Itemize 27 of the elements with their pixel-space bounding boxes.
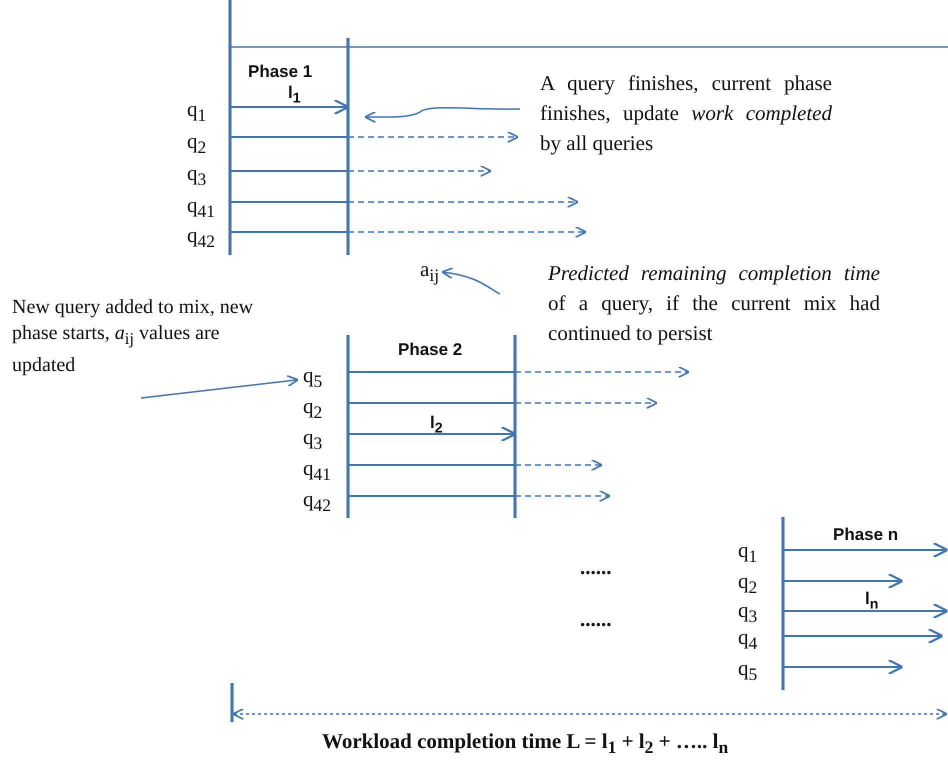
duration-label: l$_{2}$	[430, 412, 443, 438]
ellipsis: ......	[580, 554, 612, 581]
caption-text: Workload completion time L = l$_{1}$ + l$_{2}$ + ….. l$_{n}$	[322, 728, 728, 760]
phase-title: Phase 2	[398, 339, 462, 361]
ellipsis: ......	[580, 606, 612, 633]
duration-label: l$_{n}$	[865, 588, 878, 614]
query-label: q$_{41}$	[187, 192, 215, 224]
query-label: q$_{41}$	[303, 455, 331, 486]
duration-label: l$_{1}$	[288, 82, 301, 108]
query-label: q$_{2}$	[738, 568, 758, 600]
query-label: q$_{1}$	[187, 96, 206, 128]
note-text: A query finishes, current phase finishes, update work completed by all queries	[540, 68, 832, 158]
query-label: q$_{5}$	[738, 655, 758, 686]
query-label: q$_{3}$	[187, 160, 206, 192]
leader-arrow	[140, 374, 299, 399]
query-label: q$_{42}$	[303, 486, 331, 518]
variable-label: a$_{ij}$	[420, 254, 440, 290]
note-text: New query added to mix, new phase starts, a$_{ij}$ values are updated	[12, 294, 262, 378]
query-label: q$_{2}$	[187, 128, 206, 160]
query-label: q$_{3}$	[303, 424, 322, 456]
phase-title: Phase 1	[248, 61, 312, 83]
leader-arrow	[441, 267, 500, 295]
phase-title: Phase n	[833, 524, 898, 546]
leader-arrow	[364, 107, 520, 124]
query-label: q$_{1}$	[738, 537, 758, 568]
note-text: Predicted remaining completion time of a query, if the current mix had continued to persist	[548, 258, 880, 348]
query-label: q$_{42}$	[187, 222, 215, 254]
